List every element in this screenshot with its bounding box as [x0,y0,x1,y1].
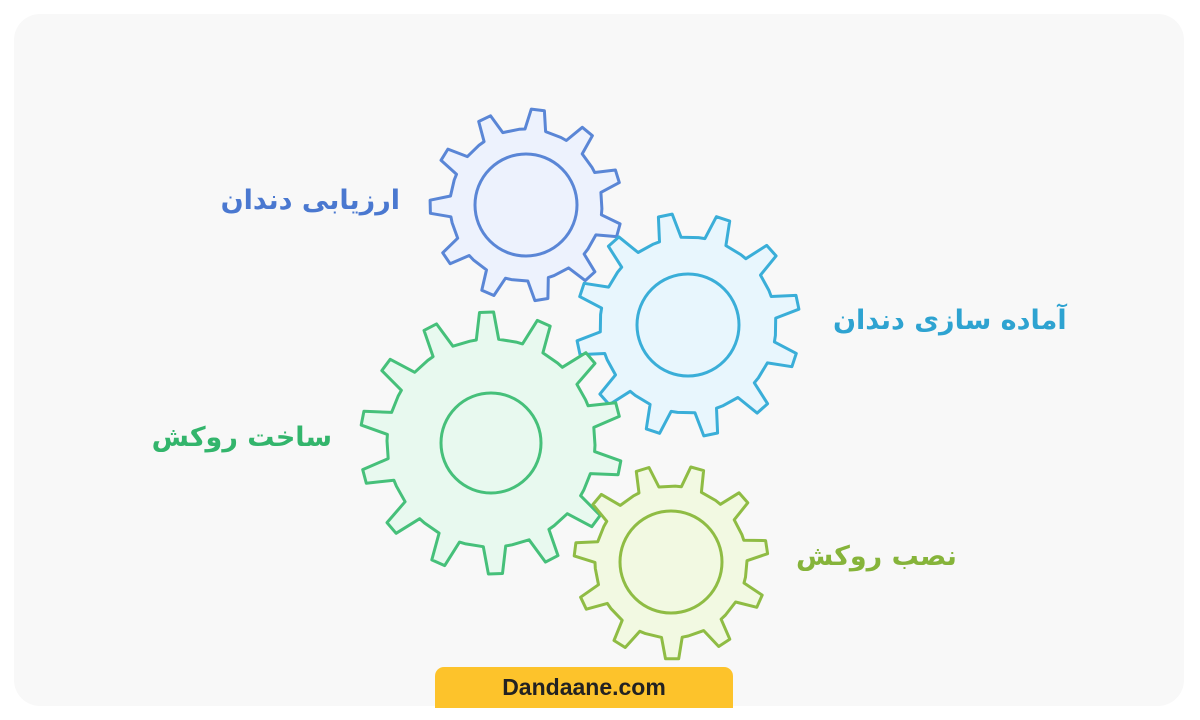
gear-hole [635,272,741,378]
gear-hole [439,391,543,495]
step-label-installation: نصب روکش [796,541,957,572]
gear-body [575,212,801,438]
gear-evaluation [428,107,622,303]
gear-body [572,465,770,661]
step-label-preparation: آماده سازی دندان [833,305,1067,336]
step-label-evaluation: ارزیابی دندان [220,185,400,216]
gear-body [428,107,622,303]
gear-hole [618,509,724,615]
gear-installation [572,465,770,661]
gear-body [359,310,623,576]
brand-badge: Dandaane.com [435,667,733,708]
gear-fabrication [359,310,623,576]
gear-preparation [575,212,801,438]
gear-hole [473,152,579,258]
step-label-fabrication: ساخت روکش [151,422,332,453]
